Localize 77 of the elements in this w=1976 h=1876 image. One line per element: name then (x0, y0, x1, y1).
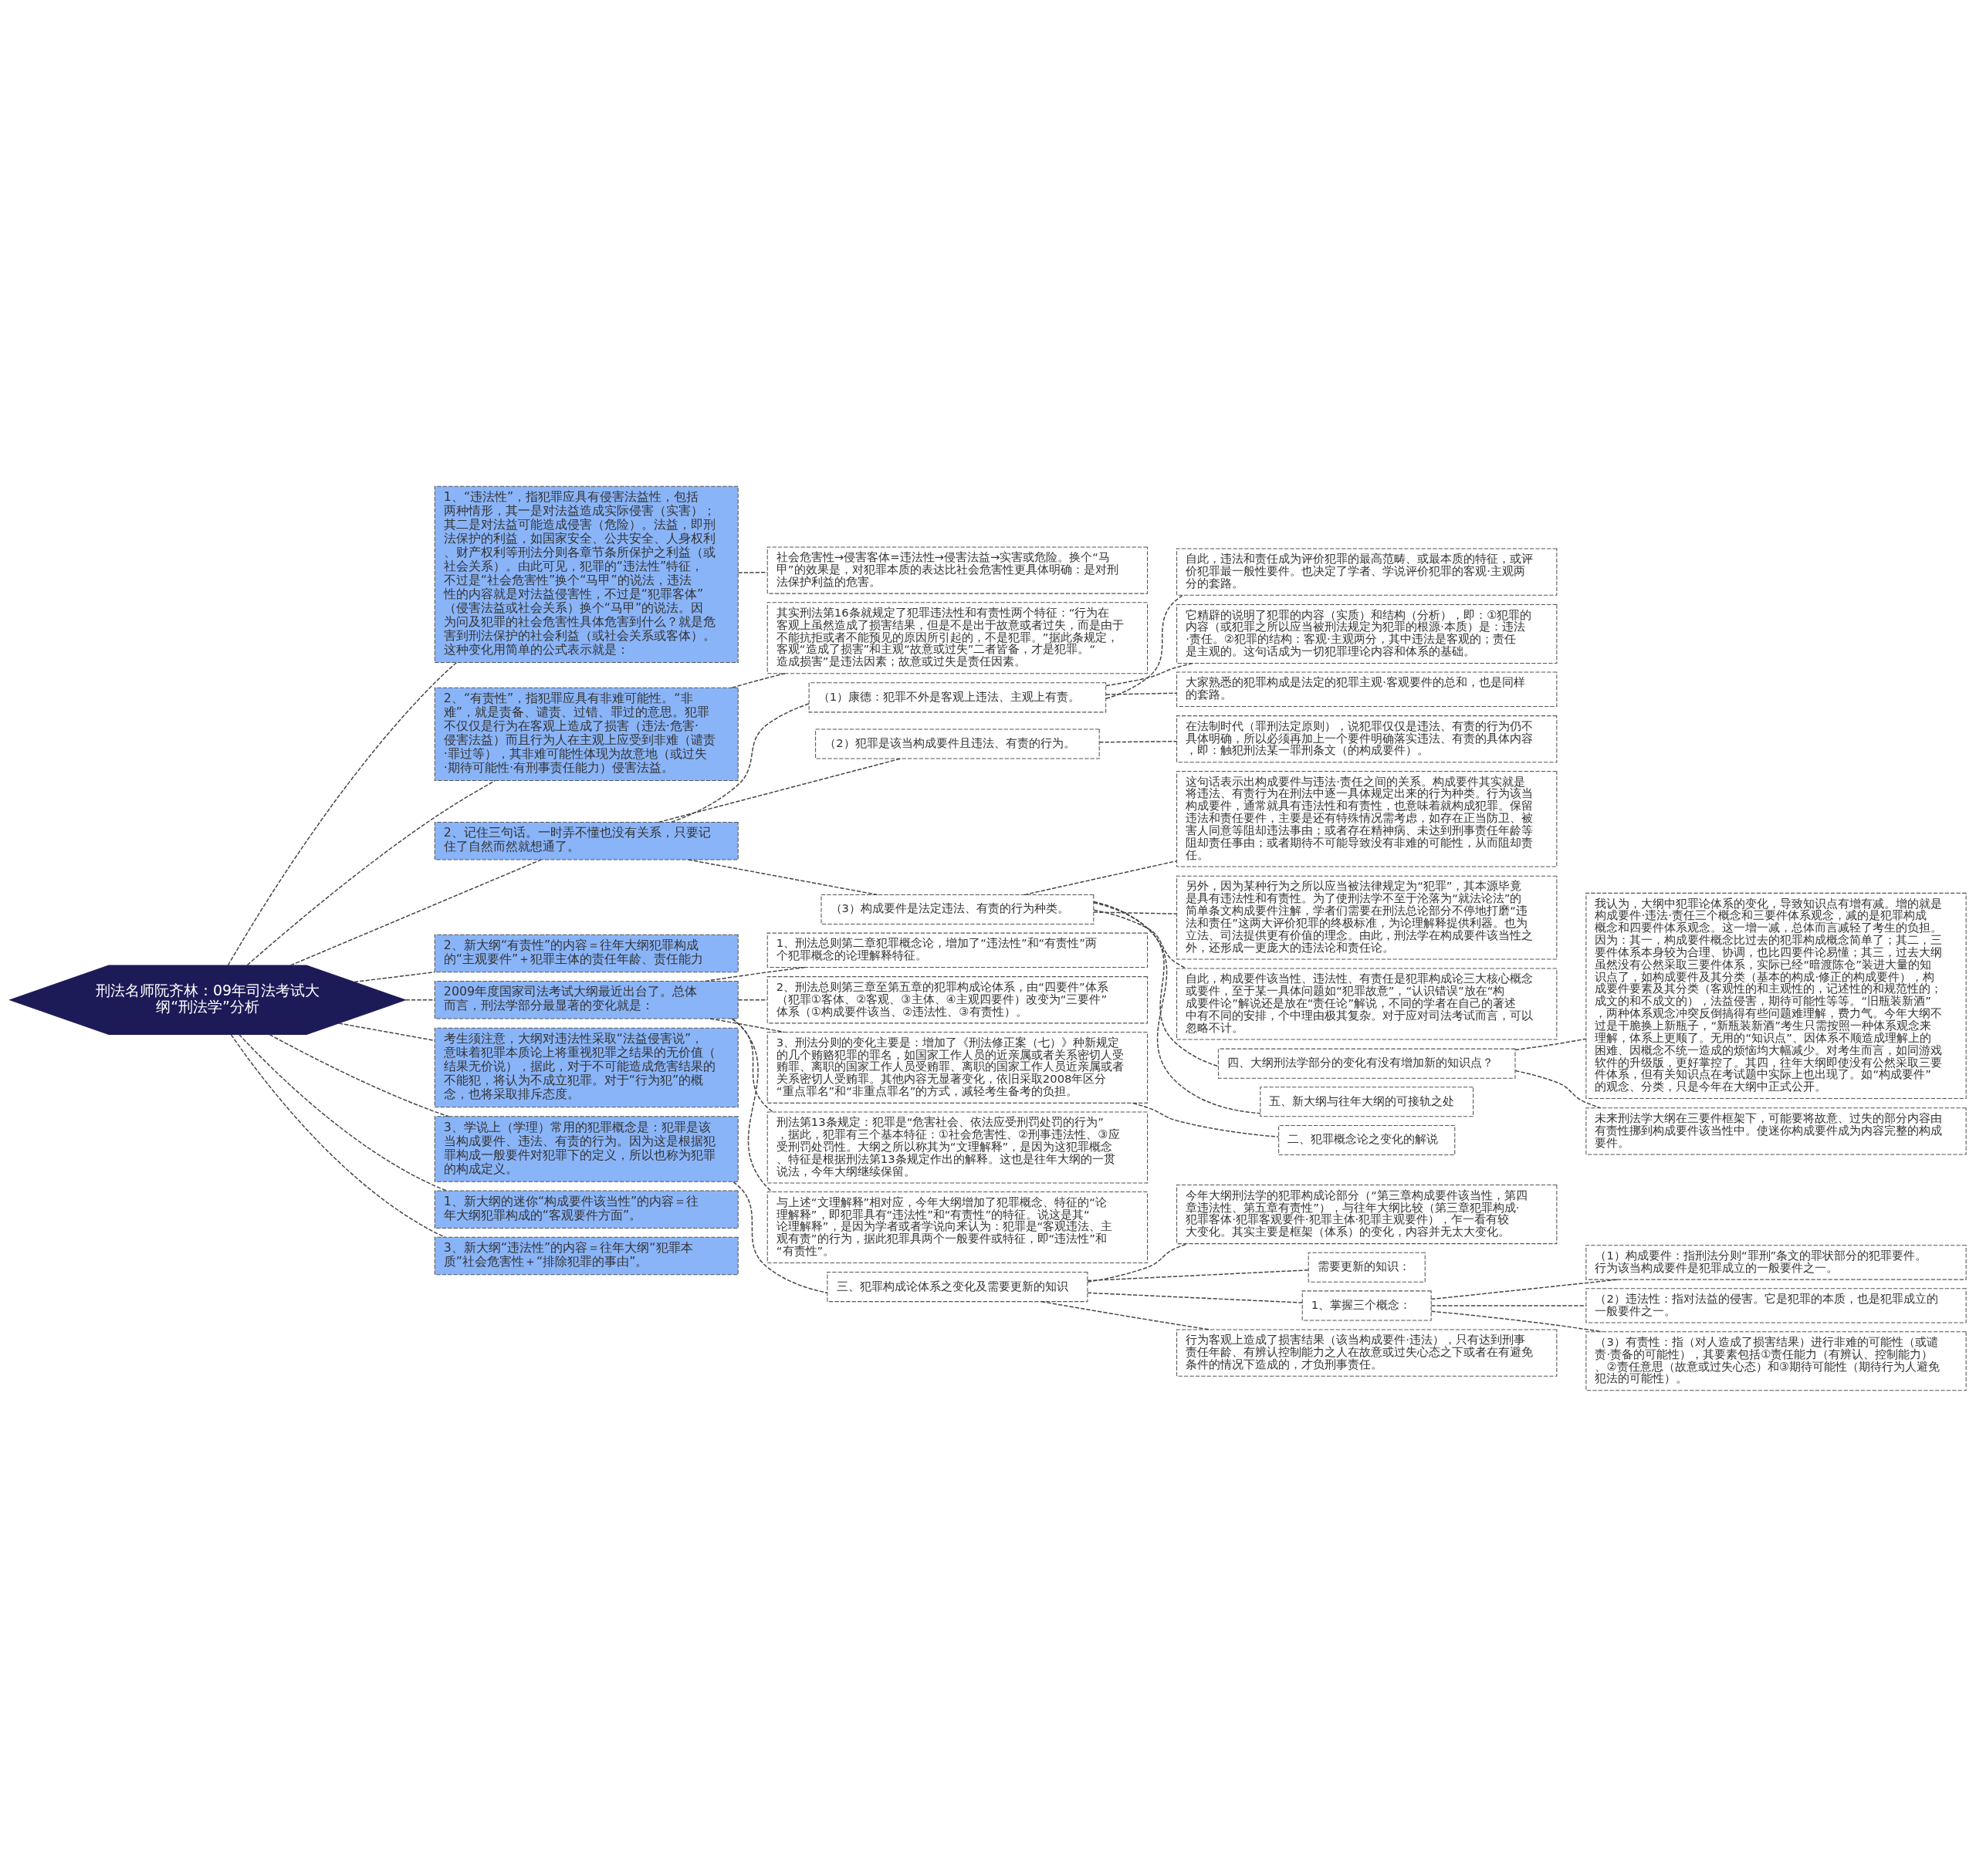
connector (658, 757, 902, 823)
node-box: 需要更新的知识： (1308, 1252, 1426, 1283)
connector (1087, 1292, 1303, 1303)
connector (1093, 901, 1261, 1114)
node-box: 社会危害性→侵害客体=违法性→侵害法益→实害或危险。换个“马甲”的效果是，对犯罪本质的表达比社会危害性更具体明确：是对刑法保护利益的危害。 (766, 546, 1149, 594)
node-box: 自此，构成要件该当性、违法性、有责任是犯罪构成论三大核心概念或要件，至于某一具体问题如“犯罪故意”，“认识错误”放在“构成要件论”解说还是放在“责任论”解说，不同的学者在自己的著述中有不同的安排，个中理由极其复杂。对于应对司法考试而言，可以忽略不计。 (1176, 968, 1558, 1039)
connector (1040, 1300, 1211, 1330)
connector (1087, 1269, 1309, 1281)
node-box: 2、记住三句话。一时弄不懂也没有关系，只要记住了自然而然就想通了。 (434, 821, 739, 860)
connector (671, 702, 810, 823)
node-box: 2、刑法总则第三章至第五章的犯罪构成论体系，由“四要件”体系（犯罪①客体、②客观、③主体、④主观四要件）改变为“三要件”体系（①构成要件该当、②违法性、③有责性）。 (766, 975, 1149, 1023)
connector (1105, 662, 1193, 686)
connector (1514, 1070, 1602, 1108)
node-box: 1、新大纲的迷你“构成要件该当性”的内容＝往年大纲犯罪构成的“客观要件方面”。 (434, 1189, 739, 1229)
node-box: 1、刑法总则第二章犯罪概念论，增加了“违法性”和“有责性”两个犯罪概念的论理解释特征。 (766, 932, 1149, 968)
node-box: 3、刑法分则的变化主要是：增加了《刑法修正案（七）》种新规定的几个贿赂犯罪的罪名，如国家工作人员的近亲属或者关系密切人受贿罪、离职的国家工作人员受贿罪、离职的国家工作人员近亲属或者关系密切人受贿罪。其他内容无显著变化，依旧采取2008年区分“重点罪名”和“非重点罪名”的方式，减轻考生备考的负担。 (766, 1031, 1149, 1104)
connector (1024, 860, 1178, 895)
connector (1093, 901, 1219, 1067)
connector (737, 571, 768, 573)
node-box: 行为客观上造成了损害结果（该当构成要件·违法），只有达到刑事责任年龄、有辨认控制能力之人在故意或过失心态之下或者在有避免条件的情况下造成的，才负刑事责任。 (1176, 1329, 1558, 1377)
node-box: 这句话表示出构成要件与违法·责任之间的关系。构成要件其实就是将违法、有责行为在刑法中逐一具体规定出来的行为种类。行为该当构成要件，通常就具有违法性和有责性，也意味着就构成犯罪。保留违法和责任要件，主要是还有特殊情况需考虑，如存在正当防卫、被害人同意等阻却违法事由；或者存在精神病、未达到刑事责任年龄等阻却责任事由；或者期待不可能导致没有非难的可能性，从而阻却责任。 (1176, 770, 1558, 867)
connector (239, 1033, 448, 1192)
connector (1514, 1038, 1587, 1050)
node-box: 考生须注意，大纲对违法性采取“法益侵害说”，意味着犯罪本质论上将重视犯罪之结果的无价值（结果无价说），据此，对于不可能造成危害结果的不能犯，将认为不成立犯罪。对于“行为犯”的概念，也将采取排斥态度。 (434, 1027, 739, 1107)
node-box: 其实刑法第16条就规定了犯罪违法性和有责性两个特征：“行为在客观上虽然造成了损害结果，但是不是出于故意或者过失，而是由于不能抗拒或者不能预见的原因所引起的，不是犯罪。”据此条规定，客观“造成了损害”和主观“故意或过失”二者皆备，才是犯罪。“造成损害”是违法因素；故意或过失是责任因素。 (766, 601, 1149, 674)
node-box: 未来刑法学大纲在三要件框架下，可能要将故意、过失的部分内容由有责性挪到构成要件该当性中。使迷你构成要件成为内容完整的构成要件。 (1585, 1107, 1967, 1154)
connector (709, 1017, 785, 1033)
connector (338, 1022, 435, 1041)
node-box: 我认为，大纲中犯罪论体系的变化，导致知识点有增有减。增的就是构成要件·违法·责任三个概念和三要件体系观念，减的是犯罪构成概念和四要件体系观念。这一增一减，总体而言减轻了考生的负担。因为：其一，构成要件概念比过去的犯罪构成概念简单了；其二，三要件体系本身较为合理、协调，也比四要件论易懂；其三，过去大纲虽然没有公然采取三要件体系，实际已经“暗渡陈仓”装进大量的知识点了，如构成要件及其分类（基本的构成·修正的构成要件），构成要件要素及其分类（客观性的和主观性的，记述性的和规范性的；成文的和不成文的），法益侵害，期待可能性等等。“旧瓶装新酒”，两种体系观念冲突反倒搞得有些问题难理解，费力气。今年大纲不过是干脆换上新瓶子，“新瓶装新酒”考生只需按照一种体系观念来理解，体系上更顺了。无用的“知识点”、因体系不顺造成理解上的困难、因概念不统一造成的烦恼均大幅减少。对考生而言，如同游戏软件的升级版，更好掌控了。其四，往年大纲即使没有公然采取三要件体系，但有关知识点在考试题中实际上也出现了。如“构成要件”的观念、分类，只是今年在大纲中正式公开。 (1585, 892, 1967, 1099)
connector (732, 1018, 773, 1192)
connector (1430, 1278, 1619, 1300)
connector (1093, 911, 1177, 914)
connector (1430, 1310, 1603, 1332)
connector (289, 858, 542, 966)
node-box: 它精辟的说明了犯罪的内容（实质）和结构（分析），即：①犯罪的内容（或犯罪之所以应当被刑法规定为犯罪的根源·本质）是：违法·责任。②犯罪的结构：客观·主观两分，其中违法是客观的；责任是主观的。这句话成为一切犯罪理论内容和体系的基础。 (1176, 603, 1558, 664)
node-box: （3）构成要件是法定违法、有责的行为种类。 (821, 894, 1095, 924)
node-box: 自此，违法和责任成为评价犯罪的最高范畴、或最本质的特征，或评价犯罪最一般性要件。也决定了学者、学说评价犯罪的客观·主观两分的套路。 (1176, 548, 1558, 596)
connector (733, 1181, 828, 1293)
node-box: 今年大纲刑法学的犯罪构成论部分（“第三章构成要件该当性，第四章违法性、第五章有责性”），与往年大纲比较（第三章犯罪构成·犯罪客体·犯罪客观要件·犯罪主体·犯罪主观要件），乍一看有较大变化。其实主要是框架（体系）的变化，内容并无太大变化。 (1176, 1184, 1558, 1244)
node-box: 五、新大纲与往年大纲的可接轨之处 (1260, 1086, 1474, 1117)
connector (246, 779, 496, 965)
node-box: 四、大纲刑法学部分的变化有没有增加新的知识点？ (1217, 1048, 1516, 1079)
connector (704, 966, 806, 982)
connector (227, 661, 458, 966)
connector (1098, 740, 1178, 743)
connector (269, 1033, 450, 1117)
connector (1093, 908, 1187, 969)
connector (230, 1033, 446, 1238)
node-box: 二、犯罪概念论之变化的解说 (1278, 1124, 1456, 1155)
connector (737, 999, 768, 1000)
node-box: （1）康德：犯罪不外是客观上违法、主观上有责。 (808, 681, 1107, 712)
node-box: 2009年度国家司法考试大纲最近出台了。总体而言，刑法学部分最显著的变化就是： (434, 980, 739, 1019)
node-box: 刑法第13条规定：犯罪是“危害社会、依法应受刑罚处罚的行为”，据此，犯罪有三个基本特征：①社会危害性、②刑事违法性、③应受刑罚处罚性。大纲之所以称其为“文理解释”，是因为这犯罪概念、特征是根据刑法第13条规定作出的解释。这也是往年大纲的一贯说法，今年大纲继续保留。 (766, 1111, 1149, 1183)
node-box: 另外，因为某种行为之所以应当被法律规定为“犯罪”，其本源毕竟是具有违法性和有责性。为了使刑法学不至于沦落为“就法论法”的简单条文构成要件注解，学者们需要在刑法总论部分不停地打磨“违法和责任”这两大评价犯罪的终极标准，为论理解释提供利器。也为立法、司法提供更有价值的理念。由此，刑法学在构成要件该当性之外，还形成一更庞大的违法论和责任论。 (1176, 875, 1558, 959)
node-box: （2）犯罪是该当构成要件且违法、有责的行为。 (815, 728, 1100, 759)
node-box: （2）违法性：指对法益的侵害。它是犯罪的本质，也是犯罪成立的一般要件之一。 (1585, 1287, 1967, 1323)
connector (1105, 691, 1177, 695)
node-box: 3、新大纲“违法性”的内容＝往年大纲“犯罪本质”社会危害性＋“排除犯罪的事由”。 (434, 1236, 739, 1275)
node-box: （1）构成要件：指刑法分则“罪刑”条文的罪状部分的犯罪要件。行为该当构成要件是犯罪成立的一般要件之一。 (1585, 1244, 1967, 1280)
connector (731, 672, 786, 688)
node-box: 3、学说上（学理）常用的犯罪概念是：犯罪是该当构成要件、违法、有责的行为。因为这是根据犯罪构成一般要件对犯罪下的定义，所以也称为犯罪的构成定义。 (434, 1115, 739, 1182)
connector (1132, 1102, 1280, 1137)
node-box: 1、“违法性”，指犯罪应具有侵害法益性，包括两种情形，其一是对法益造成实际侵害（实害）；其二是对法益可能造成侵害（危险）。法益，即刑法保护的利益，如国家安全、公共安全、人身权利、财产权利等刑法分则各章节条所保护之利益（或社会关系）。由此可见，犯罪的“违法性”特征，不过是“社会危害性”换个“马甲”的说法，违法性的内容就是对法益侵害性，不过是“犯罪客体”（侵害法益或社会关系）换个“马甲”的说法。因为问及犯罪的社会危害性具体危害到什么？就是危害到刑法保护的社会利益（或社会关系或客体）。这种变化用简单的公式表示就是： (434, 485, 739, 663)
connector (404, 999, 435, 1000)
connector (354, 971, 435, 982)
node-box: 1、掌握三个概念： (1301, 1290, 1432, 1320)
connector (688, 858, 878, 895)
node-box: 2、新大纲“有责性”的内容＝往年大纲犯罪构成的“主观要件”＋犯罪主体的责任年龄、责任能力 (434, 934, 739, 972)
node-box: 与上述“文理解释”相对应，今年大纲增加了犯罪概念、特征的“论理解释”，即犯罪具有“违法性”和“有责性”的特征。说这是其“论理解释”，是因为学者或者学说向来认为：犯罪是“客观违法、主观有责”的行为，据此犯罪具两个一般要件或特征，即“违法性”和“有责性”。 (766, 1191, 1149, 1263)
connector (1430, 1304, 1587, 1306)
node-box: 三、犯罪构成论体系之变化及需要更新的知识 (827, 1271, 1088, 1302)
node-box: （3）有责性：指（对人造成了损害结果）进行非难的可能性（或谴责·责备的可能性），其要素包括①责任能力（有辨认、控制能力）、②责任意思（故意或过失心态）和③期待可能性（期待行为人避免犯法的可能性）。 (1585, 1330, 1967, 1391)
node-box: 在法制时代（罪刑法定原则），说犯罪仅仅是违法、有责的行为仍不具体明确，所以必须再加上一个要件明确落实违法、有责的具体内容，即：触犯刑法某一罪刑条文（的构成要件）。 (1176, 715, 1558, 762)
connector (731, 1017, 773, 1112)
connector (1105, 594, 1183, 699)
node-box: 大家熟悉的犯罪构成是法定的犯罪主观·客观要件的总和，也是同样的套路。 (1176, 671, 1558, 707)
node-box: 2、“有责性”，指犯罪应具有非难可能性。“非难”，就是责备、谴责、过错、罪过的意思。犯罪不仅仅是行为在客观上造成了损害（违法·危害·侵害法益）而且行为人在主观上应受到非难（谴责·罪过等），其非难可能性体现为故意地（或过失·期待可能性·有刑事责任能力）侵害法益。 (434, 687, 739, 781)
